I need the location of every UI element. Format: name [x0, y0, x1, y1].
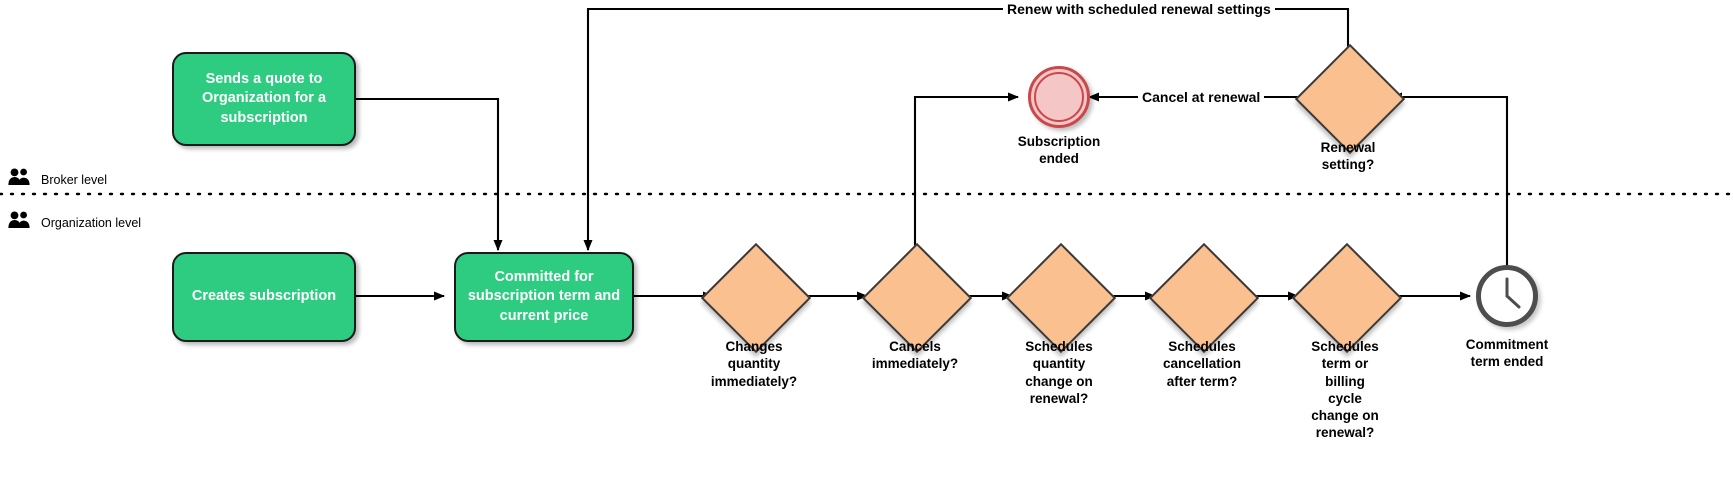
gateway-caption: Cancels immediately? [871, 339, 959, 372]
timer-event-circle[interactable] [1476, 265, 1538, 327]
edge-renew-with-scheduled-settings [583, 7, 1350, 251]
gateway-diamond[interactable] [1148, 242, 1260, 354]
edge-sends-quote-to-committed [356, 97, 503, 251]
lane-label-text: Broker level [41, 172, 107, 187]
edge-cancels-to-subscription-ended [913, 92, 1019, 259]
edge-commitment-ended-to-renewal-setting [1391, 92, 1509, 265]
gateway-caption: Schedules cancellation after term? [1162, 339, 1242, 389]
gateway-diamond[interactable] [1291, 242, 1403, 354]
end-event-caption: Subscription ended [1017, 134, 1101, 167]
gateway-caption: Changes quantity immediately? [710, 339, 798, 389]
end-event-circle[interactable] [1028, 66, 1090, 128]
clock-icon [1505, 277, 1521, 309]
edge-label-cancel-at-renewal: Cancel at renewal [1138, 90, 1265, 104]
people-icon [8, 168, 32, 191]
task-sends-a-quote[interactable]: Sends a quote to Organization for a subs… [172, 52, 356, 146]
gateway-caption: Schedules quantity change on renewal? [1025, 339, 1093, 406]
task-committed-for-subscription-term[interactable]: Committed for subscription term and curr… [454, 252, 634, 342]
gateway-caption: Renewal setting? [1320, 140, 1376, 173]
lane-label-broker: Broker level [8, 168, 107, 191]
edge-label-renew-with-scheduled-settings: Renew with scheduled renewal settings [1003, 2, 1275, 16]
lane-label-text: Organization level [41, 215, 142, 230]
gateway-diamond[interactable] [861, 242, 973, 354]
lane-label-organization: Organization level [8, 211, 141, 234]
gateway-diamond[interactable] [1294, 43, 1406, 155]
gateway-diamond[interactable] [700, 242, 812, 354]
task-creates-subscription[interactable]: Creates subscription [172, 252, 356, 342]
timer-event-caption: Commitment term ended [1465, 337, 1549, 370]
gateway-diamond[interactable] [1005, 242, 1117, 354]
people-icon [8, 211, 32, 234]
gateway-caption: Schedules term or billing cycle change o… [1311, 339, 1379, 441]
